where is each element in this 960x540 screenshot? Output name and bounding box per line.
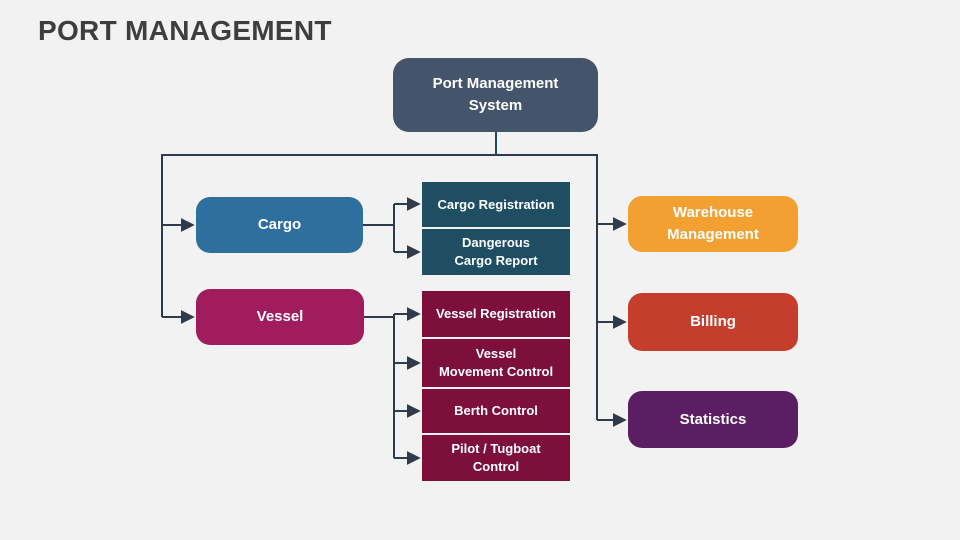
connector-trunk (161, 154, 598, 420)
node-port-management-system: Port Management System (393, 58, 598, 132)
node-statistics: Statistics (628, 391, 798, 448)
page-title: PORT MANAGEMENT (38, 15, 332, 46)
node-vessel: Vessel (196, 289, 364, 345)
node-vessel-registration: Vessel Registration (422, 291, 570, 337)
node-cargo-registration: Cargo Registration (422, 182, 570, 227)
node-cargo: Cargo (196, 197, 363, 253)
connector-cargo-branch (363, 204, 395, 252)
node-berth-control: Berth Control (422, 389, 570, 433)
node-pilot-tugboat-control: Pilot / Tugboat Control (422, 435, 570, 481)
node-dangerous-cargo-report: Dangerous Cargo Report (422, 229, 570, 275)
node-billing: Billing (628, 293, 798, 351)
node-vessel-movement-control: Vessel Movement Control (422, 339, 570, 387)
node-warehouse-management: Warehouse Management (628, 196, 798, 252)
connector-vessel-branch (364, 314, 395, 458)
